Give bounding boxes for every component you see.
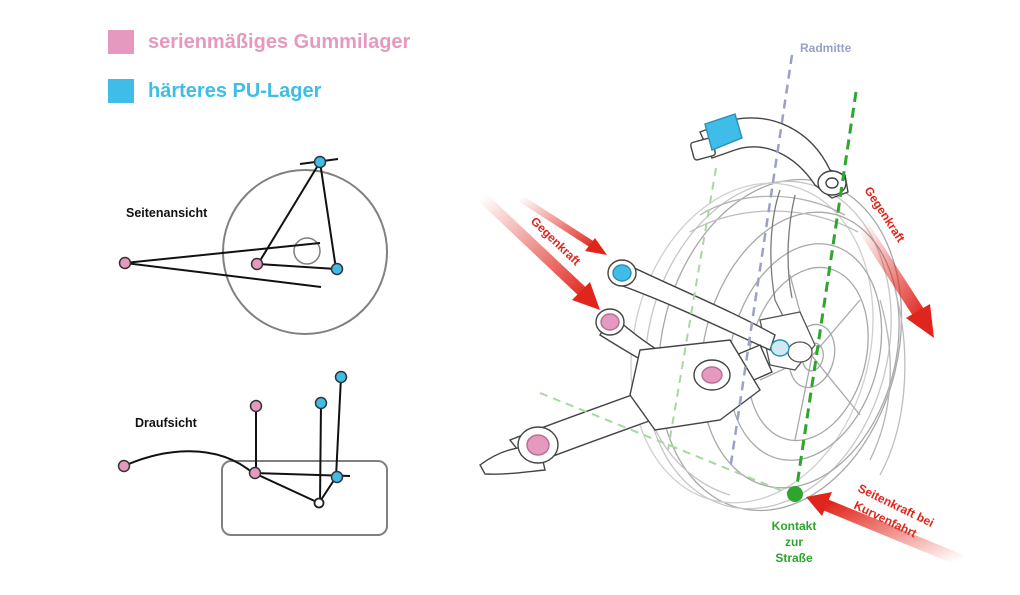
rubber-swatch — [108, 30, 134, 54]
kontakt-label-3: Straße — [775, 551, 813, 565]
carrier-plate — [629, 339, 761, 431]
top-pu-bushing-a — [314, 396, 328, 410]
top-link-c — [335, 376, 342, 478]
contact-point — [787, 486, 803, 502]
tyre-back — [630, 182, 874, 504]
helper-line-inner — [667, 167, 717, 451]
rim-spoke — [811, 355, 861, 416]
top-pu-bushing-c — [330, 470, 344, 484]
side-view-sketch — [118, 155, 388, 335]
top-rubber-bushing-front — [117, 459, 131, 473]
tyre-sidewall — [700, 211, 900, 489]
arrow-head — [585, 238, 607, 255]
tread-line — [879, 289, 906, 476]
side-pu-bushing-top — [313, 155, 327, 169]
side-rubber-bushing-front — [118, 256, 132, 270]
legend-rubber: serienmäßiges Gummilager — [108, 30, 410, 54]
side-arm-link — [257, 263, 337, 270]
knuckle-joint — [787, 341, 813, 363]
legend-pu: härteres PU-Lager — [108, 79, 321, 103]
top-arm-curve — [123, 450, 255, 475]
arrow-shaft — [516, 194, 600, 251]
top-wheel-carrier-point — [313, 497, 325, 509]
side-view-label: Seitenansicht — [126, 206, 208, 220]
arrow-shaft — [820, 499, 966, 566]
radmitte-line — [728, 54, 794, 471]
upper-pu-bushing — [704, 113, 743, 151]
side-pu-bushing-rear — [330, 262, 344, 276]
force-arrow-right — [855, 218, 934, 338]
pu-swatch — [108, 79, 134, 103]
top-rubber-bushing-mid — [248, 466, 262, 480]
kontakt-label-1: Kontakt — [772, 519, 817, 533]
legend-rubber-label: serienmäßiges Gummilager — [148, 30, 411, 53]
legend-pu-label: härteres PU-Lager — [148, 79, 322, 102]
side-hub-circle — [293, 237, 321, 265]
top-view-sketch — [117, 370, 388, 536]
rim-spoke — [811, 299, 861, 357]
outer-link-bushing — [770, 339, 790, 357]
force-arrow-lower-left — [476, 191, 600, 310]
radmitte-label: Radmitte — [800, 41, 852, 55]
tread-line — [869, 299, 891, 461]
mid-rubber-bushing — [701, 366, 723, 384]
lower-links — [479, 259, 790, 475]
arrow-head — [906, 304, 934, 338]
front-pu-bushing — [612, 264, 632, 282]
tyre-outer-back — [644, 180, 892, 510]
side-wheel-circle — [222, 169, 388, 335]
knuckle-arm — [770, 189, 801, 346]
side-strut-line — [257, 161, 321, 265]
knuckle-arm-inner — [787, 194, 796, 299]
rim-outer — [727, 243, 883, 461]
top-diag-a — [253, 472, 320, 504]
upper-balljoint-inner — [825, 177, 839, 189]
kontakt-label-2: zur — [785, 535, 803, 549]
front-link — [619, 264, 776, 351]
rear-rubber-bushing — [600, 313, 620, 331]
force-arrow-lateral — [806, 492, 966, 566]
top-wheel-rect — [221, 460, 388, 536]
side-strut-line-2 — [319, 161, 337, 270]
contact-line — [794, 91, 858, 493]
side-arm-lower — [124, 262, 322, 288]
upper-control-arm — [690, 113, 849, 199]
top-view-label: Draufsicht — [135, 416, 197, 430]
top-link-b — [319, 402, 322, 504]
rim-spoke — [794, 355, 813, 441]
helper-line-ground — [539, 392, 791, 495]
side-rubber-bushing-mid — [250, 257, 264, 271]
knuckle — [759, 189, 816, 371]
arrow-head — [572, 282, 600, 310]
side-arm-upper — [124, 242, 321, 264]
force-arrow-upper-left — [516, 194, 607, 255]
trailing-rubber-bushing — [526, 434, 550, 456]
arrow-head — [806, 492, 832, 516]
arrow-shaft — [855, 218, 929, 325]
top-pu-bushing-b — [334, 370, 348, 384]
top-rubber-bushing-upper — [249, 399, 263, 413]
arrow-shaft — [476, 191, 594, 303]
